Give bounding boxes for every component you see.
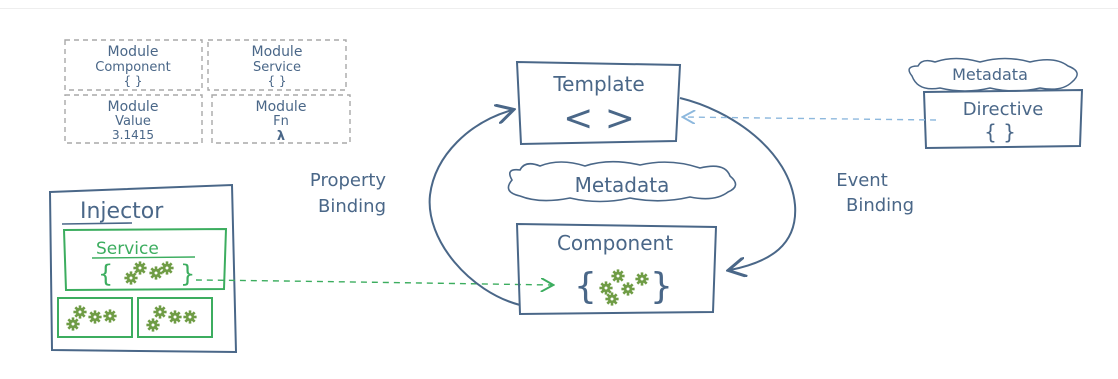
property-binding-line2: Binding [318, 196, 386, 217]
directive-to-template-arrow [684, 117, 937, 120]
directive-title: Directive [963, 99, 1044, 120]
injector-item-box-left [57, 297, 133, 338]
injector-service-box: Service { } [62, 227, 228, 292]
injector-service-label: Service [96, 239, 159, 259]
gears-icon-right [146, 305, 197, 332]
module-service-value: { } [267, 74, 286, 88]
template-box: Template < > [515, 60, 682, 146]
module-value-number: 3.1415 [112, 128, 154, 142]
component-box: Component { } [515, 222, 718, 316]
module-fn-sub: Fn [273, 114, 289, 129]
module-value-title: Module [108, 99, 159, 115]
gears-icon-left [66, 305, 117, 331]
metadata-label-directive: Metadata [952, 65, 1028, 84]
metadata-label-center: Metadata [575, 173, 670, 197]
directive-braces: { } [984, 120, 1016, 144]
module-value-sub: Value [115, 114, 151, 129]
component-brace-open: { [574, 266, 597, 307]
injector-box: Injector [48, 183, 238, 354]
service-brace-close: } [180, 260, 195, 288]
lambda-symbol: λ [277, 129, 285, 144]
module-component-value: { } [123, 74, 142, 88]
module-component-title: Module [108, 44, 159, 60]
top-frame-line [0, 0, 1118, 9]
service-brace-open: { [98, 260, 113, 288]
injector-item-box-right [137, 297, 213, 338]
module-component-box: Module Component { } [64, 39, 203, 91]
metadata-cloud-center: Metadata [507, 160, 737, 203]
injection-arrow [195, 280, 552, 285]
metadata-cloud-directive: Metadata [908, 57, 1078, 92]
module-fn-title: Module [256, 99, 307, 115]
module-service-title: Module [252, 44, 303, 60]
event-binding-line2: Binding [846, 195, 914, 216]
component-brace-close: } [650, 266, 673, 307]
template-title: Template [552, 72, 644, 96]
event-binding-label: Event Binding [836, 170, 914, 216]
injector-title: Injector [80, 199, 164, 224]
component-title: Component [557, 231, 673, 255]
directive-box: Directive { } [922, 88, 1084, 150]
property-binding-line1: Property [310, 170, 387, 191]
module-component-sub: Component [95, 60, 170, 75]
event-binding-arrow [679, 97, 797, 270]
module-service-sub: Service [253, 60, 301, 75]
module-fn-box: Module Fn λ [211, 94, 351, 144]
module-value-box: Module Value 3.1415 [64, 94, 203, 144]
event-binding-line1: Event [836, 170, 888, 191]
module-service-box: Module Service { } [207, 39, 347, 91]
service-gears-icon [124, 261, 174, 285]
property-binding-arrow [428, 110, 521, 306]
component-gears-icon [599, 269, 649, 306]
property-binding-label: Property Binding [310, 170, 387, 217]
template-symbol: < > [563, 98, 635, 139]
